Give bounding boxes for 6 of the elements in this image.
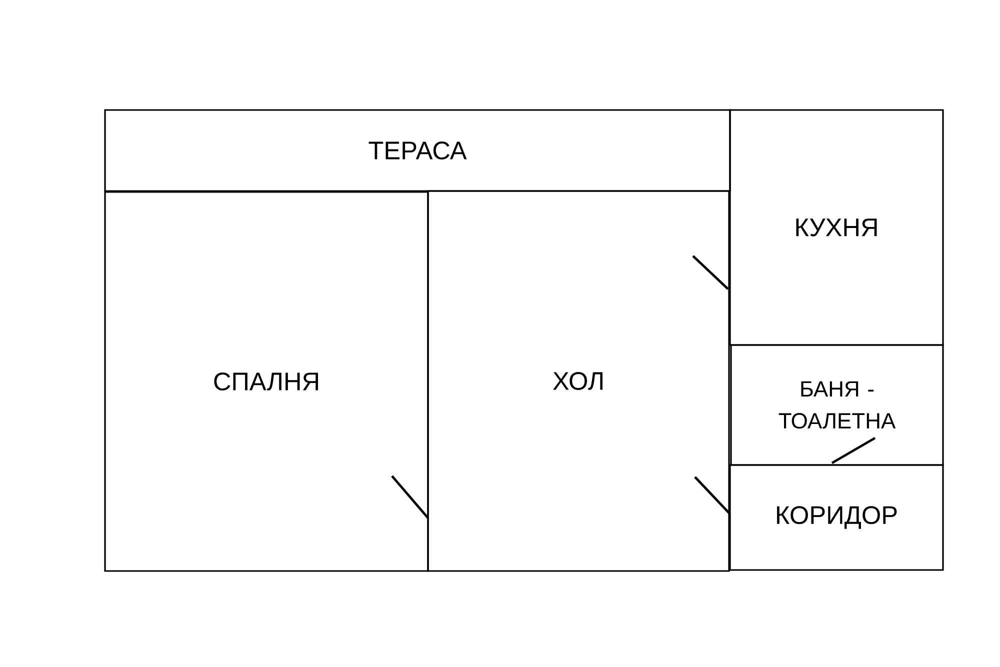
room: ТЕРАСА: [104, 109, 731, 192]
room: КОРИДОР: [729, 464, 944, 571]
room: БАНЯ - ТОАЛЕТНА: [730, 344, 944, 466]
room: КУХНЯ: [729, 109, 944, 346]
room: ХОЛ: [427, 190, 730, 572]
room: СПАЛНЯ: [104, 191, 429, 572]
